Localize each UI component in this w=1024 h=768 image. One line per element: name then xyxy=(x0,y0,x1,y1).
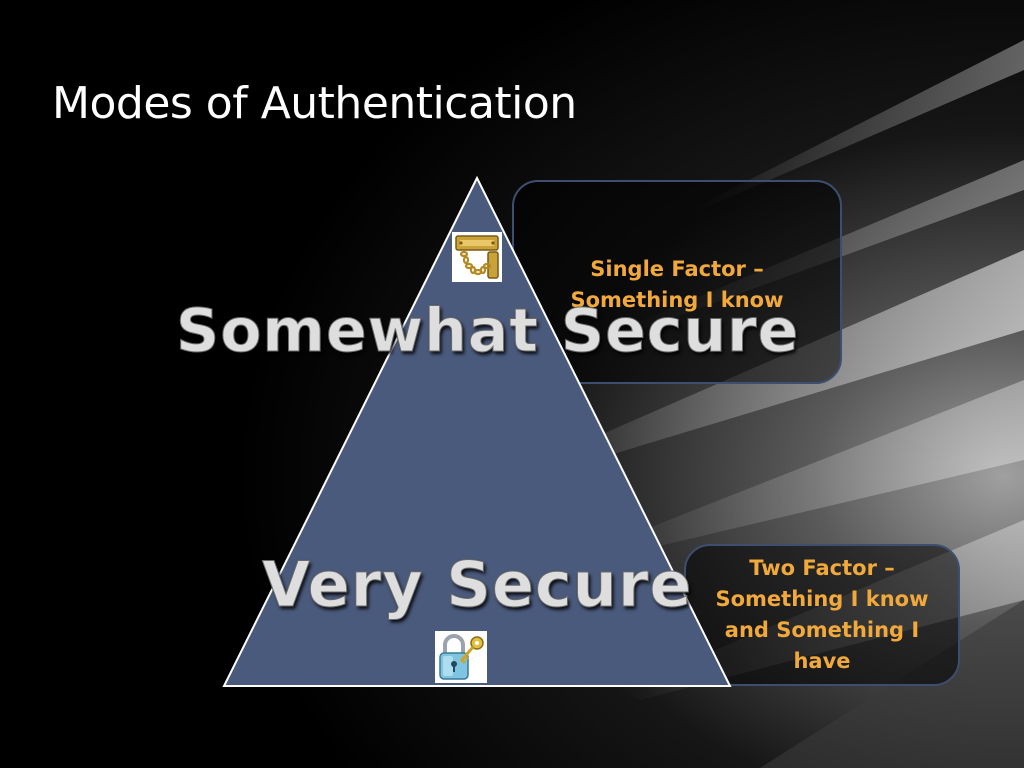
two-factor-line-1: Two Factor – xyxy=(749,556,895,580)
somewhat-secure-label: Somewhat Secure xyxy=(175,296,800,367)
very-secure-label: Very Secure xyxy=(261,548,693,622)
door-chain-icon xyxy=(452,232,502,282)
pyramid-triangle xyxy=(222,175,732,687)
two-factor-line-3: and Something I xyxy=(724,618,920,642)
single-factor-callout: Single Factor – Something I know xyxy=(512,180,842,384)
two-factor-line-4: have xyxy=(793,649,851,673)
two-factor-callout: Two Factor – Something I know and Someth… xyxy=(684,544,960,686)
two-factor-line-2: Something I know xyxy=(715,587,929,611)
padlock-key-icon xyxy=(435,631,487,683)
slide-title: Modes of Authentication xyxy=(52,78,577,129)
single-factor-line-2: Something I know xyxy=(570,288,784,312)
single-factor-line-1: Single Factor – xyxy=(590,257,764,281)
